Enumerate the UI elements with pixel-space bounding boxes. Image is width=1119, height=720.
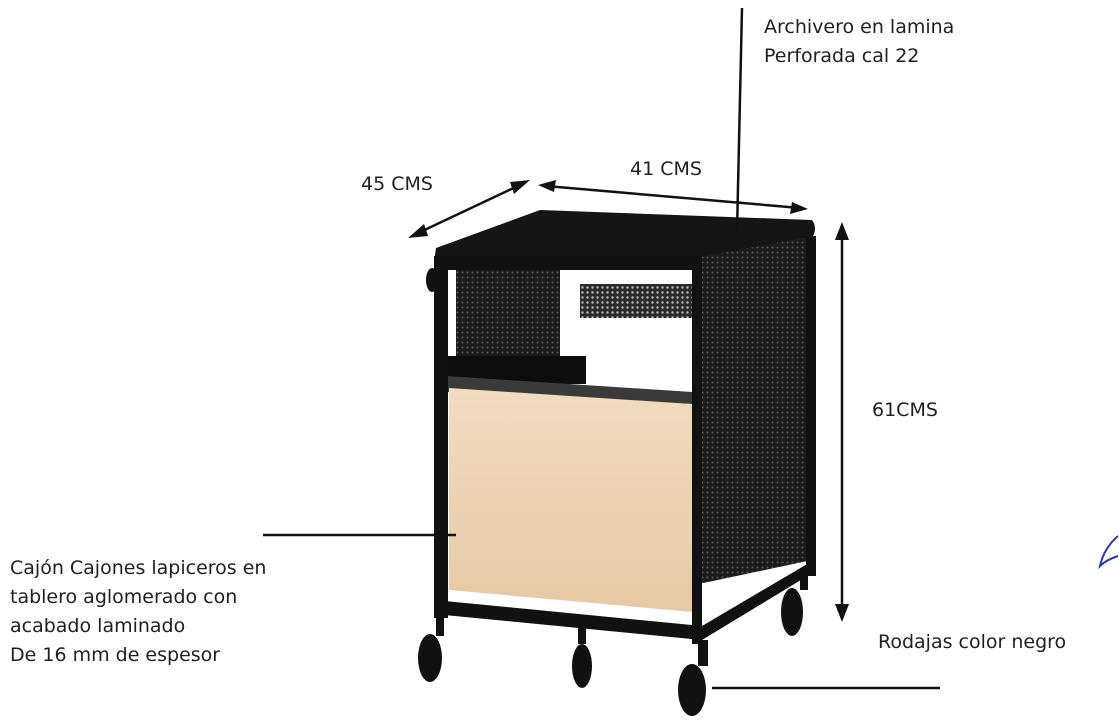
label-height: 61CMS bbox=[872, 399, 938, 421]
signature-stroke bbox=[1098, 535, 1119, 570]
label-archivero-line-2: Perforada cal 22 bbox=[764, 45, 920, 67]
label-depth: 45 CMS bbox=[361, 173, 433, 195]
arrowhead-height-top bbox=[835, 222, 849, 240]
arrowhead-width-start bbox=[538, 180, 556, 192]
drawer-lip bbox=[446, 376, 692, 404]
label-wheels: Rodajas color negro bbox=[878, 631, 1067, 653]
label-archivero: Archivero en lamina Perforada cal 22 bbox=[764, 13, 954, 71]
label-archivero-line-1: Archivero en lamina bbox=[764, 16, 955, 38]
drawer-front bbox=[449, 388, 692, 612]
cabinet-shelf bbox=[446, 356, 586, 384]
dimension-width-arrow bbox=[545, 184, 801, 210]
label-drawer-line-2: tablero aglomerado con bbox=[10, 586, 238, 608]
cabinet-inner-wall bbox=[456, 268, 560, 356]
label-drawer-line-4: De 16 mm de espesor bbox=[10, 644, 221, 666]
label-width: 41 CMS bbox=[630, 158, 702, 180]
dimension-depth-arrow bbox=[415, 182, 523, 236]
caster-back-right bbox=[781, 568, 808, 636]
caster-front-left bbox=[418, 614, 444, 682]
leader-archivero bbox=[735, 7, 744, 233]
arrowhead-depth-start bbox=[408, 224, 428, 238]
annotation-lines bbox=[263, 7, 940, 690]
label-drawer-line-3: acabado laminado bbox=[10, 615, 186, 637]
label-drawer: Cajón Cajones lapiceros en tablero aglom… bbox=[10, 554, 266, 670]
arrowhead-height-bottom bbox=[835, 604, 849, 622]
cabinet-back-strip bbox=[580, 284, 698, 318]
arrowhead-width-end bbox=[790, 202, 808, 214]
arrowheads bbox=[408, 180, 849, 622]
label-drawer-line-1: Cajón Cajones lapiceros en bbox=[10, 557, 267, 579]
casters bbox=[418, 568, 808, 716]
frame-post-left bbox=[434, 258, 448, 618]
cabinet-top bbox=[434, 210, 815, 262]
frame-post-right bbox=[692, 258, 702, 644]
caster-front-right bbox=[678, 640, 708, 716]
caster-front-middle bbox=[572, 620, 592, 688]
frame-top-bar bbox=[434, 256, 702, 270]
side-knob bbox=[426, 268, 438, 292]
arrowhead-depth-end bbox=[510, 180, 530, 194]
frame-post-back bbox=[806, 236, 816, 576]
cabinet-illustration bbox=[426, 210, 816, 644]
cabinet-side-panel bbox=[694, 236, 814, 585]
frame-bottom bbox=[434, 560, 814, 640]
